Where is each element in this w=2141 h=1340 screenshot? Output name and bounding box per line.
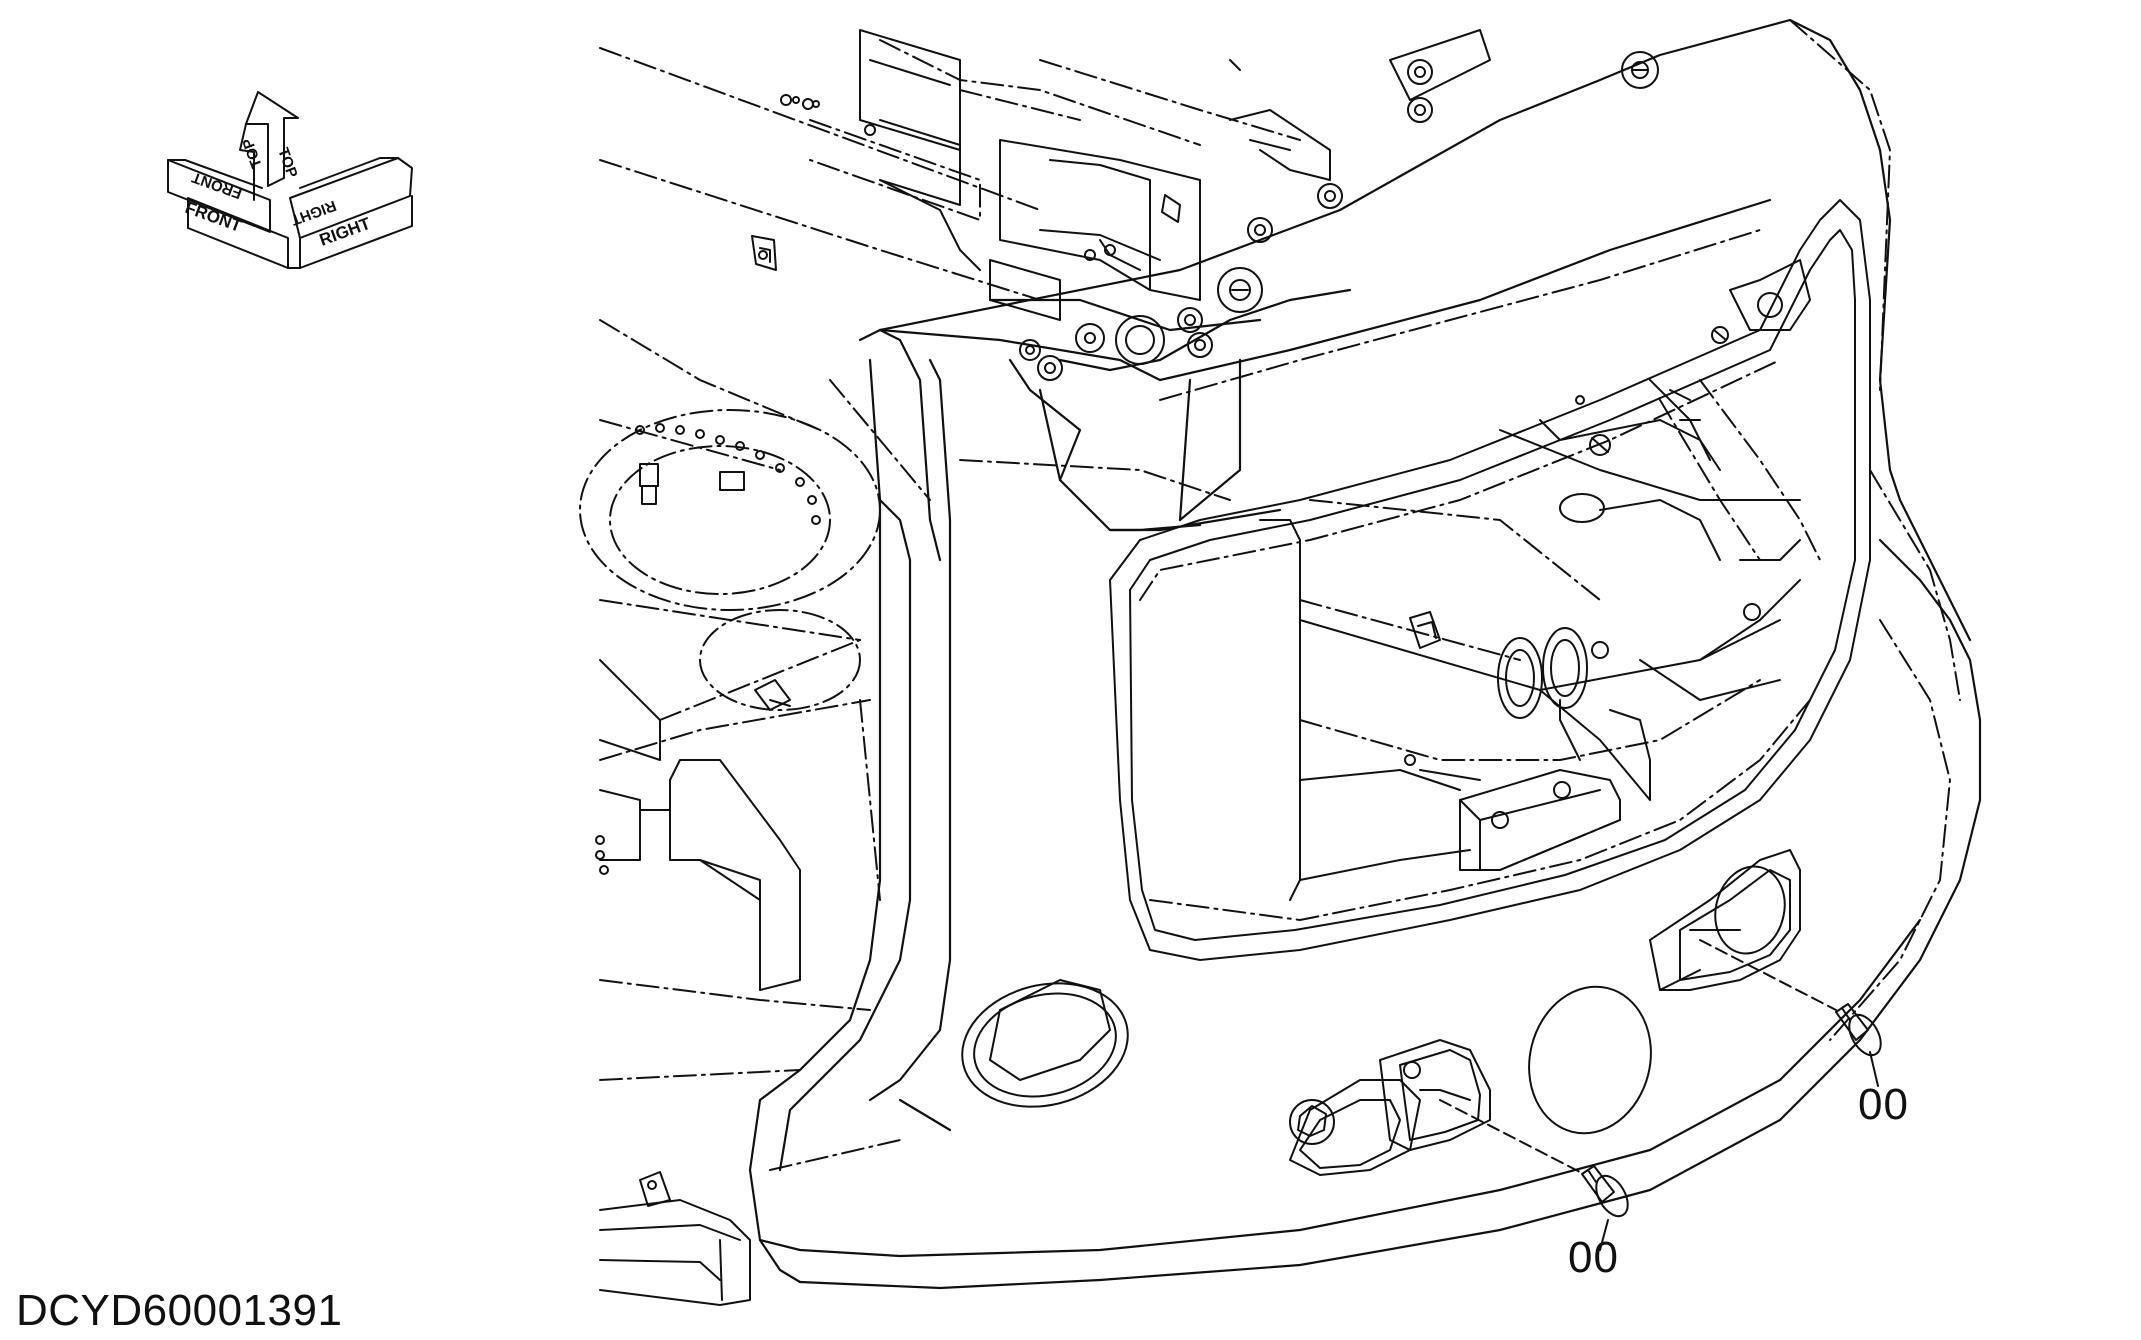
cap-screw-left (1581, 1165, 1629, 1218)
callout-label-right: 00 (1858, 1080, 1909, 1129)
rear-opening (1109, 199, 1871, 961)
top-beam-bolt-holes (1019, 51, 1659, 381)
swing-bearing-ring (579, 409, 881, 711)
top-bolts-upper (780, 94, 1181, 261)
step-plate (599, 1171, 751, 1306)
leader-lines (1439, 939, 1837, 1173)
upper-frame-background (599, 39, 1301, 1081)
opening-inner-dashdot (1139, 359, 1811, 921)
top-label: TOP (274, 146, 300, 181)
interior-dashdot (1299, 379, 1821, 761)
top-frame-beams (809, 29, 1491, 321)
bearing-bolt-holes (635, 423, 821, 525)
left-clip-bracket (751, 235, 777, 271)
document-id: DCYD60001391 (16, 1286, 343, 1335)
cap-screw-right (1835, 1003, 1882, 1057)
right-mirror-label: RIGHT (289, 197, 339, 229)
front-mirror-label: FRONT (190, 168, 244, 202)
counterweight-outline (748, 18, 1982, 1290)
callout-label-left: 00 (1568, 1233, 1619, 1282)
interior-holes (1404, 326, 1761, 766)
interior-cavity (1259, 419, 1801, 901)
left-floor-bracket (595, 639, 861, 991)
top-mirror-label: TOP (239, 136, 265, 171)
counterweight-dashdot-edges (769, 19, 1961, 1171)
lower-openings (961, 849, 1801, 1176)
bumper-block (1459, 769, 1621, 871)
bearing-bolts (639, 463, 791, 711)
orientation-icon: FRONT FRONT TOP TOP RIGHT RIGHT (167, 91, 413, 269)
callout-pointers (1599, 1051, 1879, 1251)
right-side-wall (1649, 259, 1811, 461)
